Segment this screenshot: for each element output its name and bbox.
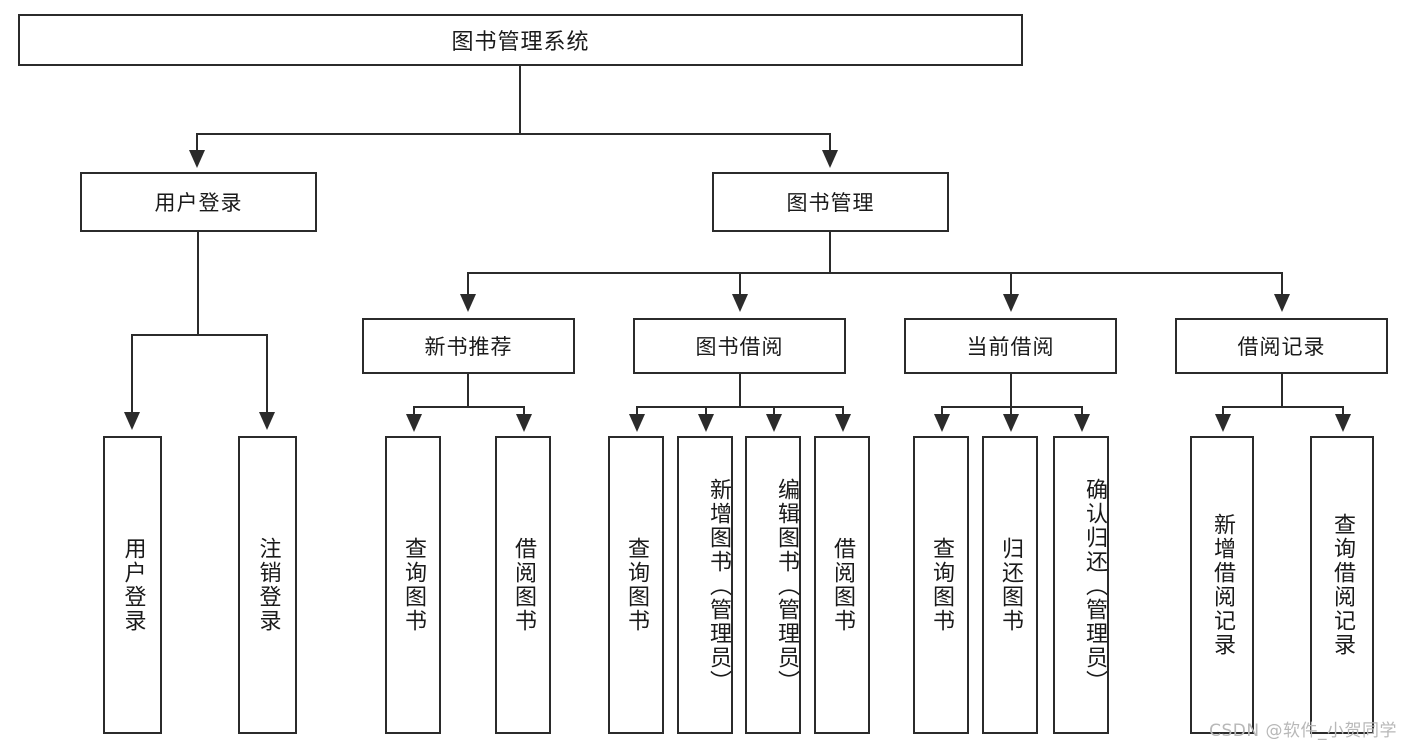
connector-root-stem bbox=[519, 66, 521, 134]
connector-to-current-borrow bbox=[1010, 272, 1012, 296]
leaf-query-book-new-recommend[interactable]: 查询图书 bbox=[385, 436, 441, 734]
node-book-borrow[interactable]: 图书借阅 bbox=[633, 318, 846, 374]
arrowhead-leaf-query-book-1 bbox=[406, 414, 422, 432]
leaf-user-login[interactable]: 用户登录 bbox=[103, 436, 162, 734]
arrowhead-new-book-recommend bbox=[460, 294, 476, 312]
arrowhead-leaf-return-book bbox=[1003, 414, 1019, 432]
connector-nbr-right-drop bbox=[523, 406, 525, 416]
leaf-query-book-current[interactable]: 查询图书 bbox=[913, 436, 969, 734]
connector-cb-bar bbox=[941, 406, 1083, 408]
arrowhead-leaf-query-book-3 bbox=[934, 414, 950, 432]
node-borrow-record[interactable]: 借阅记录 bbox=[1175, 318, 1388, 374]
arrowhead-leaf-add-book bbox=[698, 414, 714, 432]
arrowhead-leaf-confirm-return bbox=[1074, 414, 1090, 432]
leaf-user-logout[interactable]: 注销登录 bbox=[238, 436, 297, 734]
arrowhead-leaf-borrow-book-1 bbox=[516, 414, 532, 432]
arrowhead-leaf-user-login bbox=[124, 412, 140, 430]
connector-bb-stem bbox=[739, 374, 741, 408]
leaf-return-book[interactable]: 归还图书 bbox=[982, 436, 1038, 734]
arrowhead-leaf-borrow-book-2 bbox=[835, 414, 851, 432]
arrowhead-user-login bbox=[189, 150, 205, 168]
connector-br-right-drop bbox=[1342, 406, 1344, 416]
arrowhead-book-manage bbox=[822, 150, 838, 168]
leaf-edit-book-admin[interactable]: 编辑图书（管理员） bbox=[745, 436, 801, 734]
connector-bb-drop-4 bbox=[842, 406, 844, 416]
arrowhead-leaf-user-logout bbox=[259, 412, 275, 430]
connector-root-to-book-manage bbox=[829, 133, 831, 153]
connector-book-manage-bar bbox=[467, 272, 1282, 274]
connector-user-login-right-drop bbox=[266, 334, 268, 414]
arrowhead-leaf-query-record bbox=[1335, 414, 1351, 432]
connector-br-bar bbox=[1222, 406, 1344, 408]
node-book-manage[interactable]: 图书管理 bbox=[712, 172, 949, 232]
connector-nbr-left-drop bbox=[413, 406, 415, 416]
leaf-confirm-return-admin[interactable]: 确认归还（管理员） bbox=[1053, 436, 1109, 734]
connector-br-stem bbox=[1281, 374, 1283, 408]
connector-br-left-drop bbox=[1222, 406, 1224, 416]
connector-bb-drop-3 bbox=[773, 406, 775, 416]
leaf-borrow-book-borrow[interactable]: 借阅图书 bbox=[814, 436, 870, 734]
arrowhead-leaf-query-book-2 bbox=[629, 414, 645, 432]
connector-user-login-stem bbox=[197, 232, 199, 336]
connector-bb-drop-1 bbox=[636, 406, 638, 416]
leaf-add-book-admin[interactable]: 新增图书（管理员） bbox=[677, 436, 733, 734]
connector-bb-drop-2 bbox=[705, 406, 707, 416]
arrowhead-leaf-edit-book bbox=[766, 414, 782, 432]
connector-to-book-borrow bbox=[739, 272, 741, 296]
arrowhead-current-borrow bbox=[1003, 294, 1019, 312]
node-user-login[interactable]: 用户登录 bbox=[80, 172, 317, 232]
connector-nbr-bar bbox=[413, 406, 525, 408]
connector-user-login-left-drop bbox=[131, 334, 133, 414]
connector-root-to-user-login bbox=[196, 133, 198, 153]
arrowhead-borrow-record bbox=[1274, 294, 1290, 312]
connector-to-borrow-record bbox=[1281, 272, 1283, 296]
connector-book-manage-stem bbox=[829, 232, 831, 274]
connector-user-login-bar bbox=[131, 334, 267, 336]
node-root-library-system[interactable]: 图书管理系统 bbox=[18, 14, 1023, 66]
arrowhead-book-borrow bbox=[732, 294, 748, 312]
leaf-add-borrow-record[interactable]: 新增借阅记录 bbox=[1190, 436, 1254, 734]
csdn-watermark: CSDN @软件_小贺同学 bbox=[1209, 721, 1397, 741]
leaf-borrow-book-new-recommend[interactable]: 借阅图书 bbox=[495, 436, 551, 734]
connector-nbr-stem bbox=[467, 374, 469, 408]
leaf-query-book-borrow[interactable]: 查询图书 bbox=[608, 436, 664, 734]
connector-cb-drop-2 bbox=[1010, 406, 1012, 416]
arrowhead-leaf-add-record bbox=[1215, 414, 1231, 432]
node-new-book-recommend[interactable]: 新书推荐 bbox=[362, 318, 575, 374]
leaf-query-borrow-record[interactable]: 查询借阅记录 bbox=[1310, 436, 1374, 734]
node-current-borrow[interactable]: 当前借阅 bbox=[904, 318, 1117, 374]
connector-to-new-book-recommend bbox=[467, 272, 469, 296]
connector-cb-drop-3 bbox=[1081, 406, 1083, 416]
connector-cb-drop-1 bbox=[941, 406, 943, 416]
connector-bb-bar bbox=[636, 406, 844, 408]
connector-root-bar bbox=[197, 133, 831, 135]
connector-cb-stem bbox=[1010, 374, 1012, 408]
